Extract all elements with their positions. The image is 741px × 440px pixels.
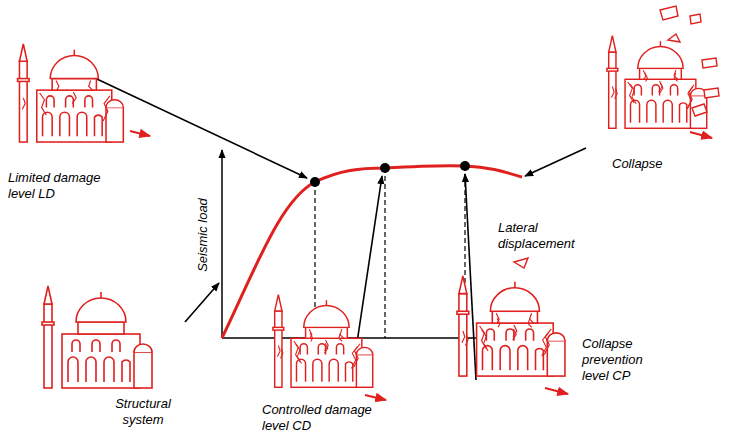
ground-motion-arrow [365, 395, 386, 400]
falling-debris [660, 6, 719, 116]
axis-label: Seismic load [195, 198, 211, 272]
ground-motion-arrow [690, 132, 712, 138]
crack-marks [277, 329, 360, 367]
level-label: Collapse [612, 156, 692, 172]
level-label: Limited damage level LD [8, 170, 120, 202]
crack-marks [280, 333, 357, 369]
mosque-collapse-prevention [457, 276, 565, 376]
performance-points [310, 161, 470, 187]
crack-marks [462, 313, 551, 354]
axis-label: Lateral displacement [498, 220, 598, 252]
mosque-structural-system [42, 286, 152, 388]
mosque-controlled-damage [273, 295, 373, 388]
crack-marks [465, 318, 548, 356]
ground-motion-arrow [130, 131, 150, 136]
level-label: Collapse prevention level CP [582, 336, 662, 384]
crack-marks [611, 70, 694, 108]
mosque-collapse [607, 36, 707, 129]
mosque-limited-damage [18, 44, 124, 142]
ground-motion-arrow [545, 388, 568, 394]
system-label: Structural system [98, 396, 188, 428]
level-label: Controlled damage level CD [262, 402, 380, 434]
falling-spire [514, 258, 528, 268]
capacity-curve [222, 166, 522, 338]
crack-marks [615, 73, 693, 109]
crack-marks [22, 81, 110, 121]
